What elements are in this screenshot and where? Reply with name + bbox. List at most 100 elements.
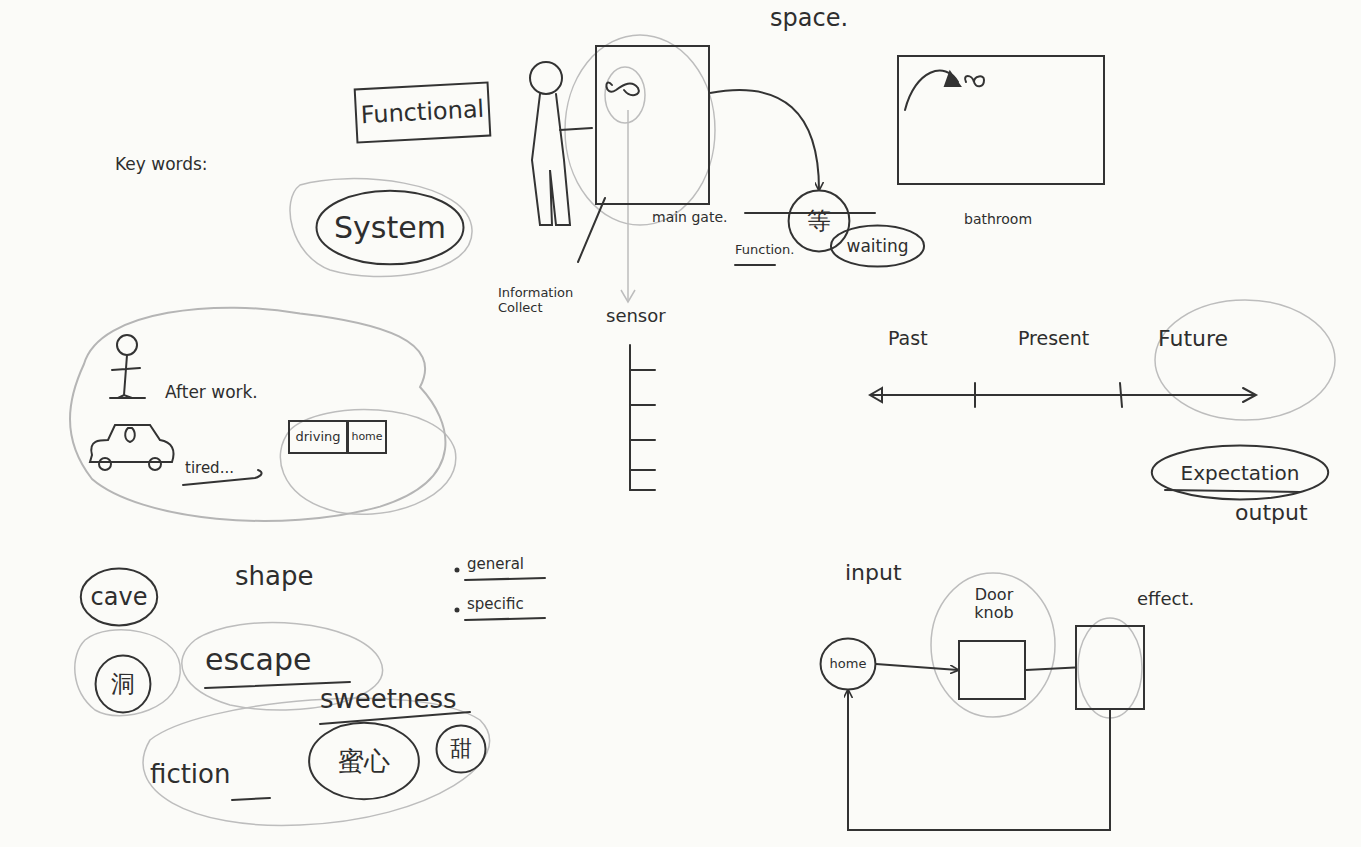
outline bbox=[821, 639, 876, 690]
main-gate-box: main gate. bbox=[595, 45, 710, 205]
page-title-note: space. bbox=[770, 5, 848, 33]
door-knob-box: Door knob bbox=[958, 640, 1026, 700]
timeline-label: Past bbox=[888, 328, 928, 350]
underline bbox=[465, 578, 545, 620]
underline bbox=[1165, 490, 1300, 492]
grey-oval bbox=[1155, 300, 1335, 420]
node-text: tired... bbox=[185, 460, 234, 477]
keyword-circle: cave bbox=[80, 568, 158, 626]
timeline-label: Present bbox=[1018, 328, 1089, 350]
node-text: Functional bbox=[360, 96, 485, 129]
node-text: Door knob bbox=[956, 586, 1032, 621]
keyword-circle: 甜 bbox=[436, 725, 486, 773]
grey-arrow-head bbox=[621, 290, 635, 302]
car-driver bbox=[125, 428, 135, 442]
car-wheel bbox=[149, 458, 161, 470]
grey-arrow-line bbox=[627, 110, 629, 300]
node-text: home bbox=[351, 431, 382, 443]
node-text: waiting bbox=[847, 237, 909, 256]
input-circle: home bbox=[820, 638, 876, 690]
node-text: System bbox=[334, 211, 446, 244]
node-text: home bbox=[830, 657, 867, 671]
timeline-ticks bbox=[975, 383, 1122, 407]
function-note: Function. bbox=[735, 243, 794, 258]
node-text: 甜 bbox=[450, 737, 472, 761]
car-wheel bbox=[99, 458, 111, 470]
connector bbox=[848, 690, 1110, 830]
timeline-arrow bbox=[1243, 388, 1256, 402]
grey-oval bbox=[931, 573, 1055, 717]
stick-figure-head bbox=[117, 335, 137, 355]
outline bbox=[309, 723, 419, 799]
waiting-oval: waiting bbox=[830, 225, 925, 267]
underline bbox=[735, 264, 775, 266]
connector bbox=[710, 90, 819, 190]
grey-oval bbox=[565, 35, 715, 225]
node-text: cave bbox=[91, 584, 148, 610]
stick-figure-body bbox=[110, 355, 145, 398]
grey-oval bbox=[605, 67, 645, 123]
keyword-note: shape bbox=[235, 562, 313, 592]
expectation-oval: Expectation bbox=[1150, 445, 1330, 500]
activity-box: driving bbox=[288, 420, 348, 454]
node-text: 洞 bbox=[111, 671, 135, 697]
door-knob-symbol bbox=[965, 76, 984, 86]
outline bbox=[96, 656, 151, 713]
stick-figure-body bbox=[532, 94, 570, 225]
leader-note: Information Collect bbox=[498, 286, 590, 316]
heading-note: Key words: bbox=[115, 155, 208, 175]
input-label: input bbox=[845, 560, 902, 585]
grey-oval bbox=[1078, 618, 1142, 718]
outline bbox=[831, 225, 924, 266]
keyword-note: escape bbox=[205, 643, 311, 678]
door-knob-symbol bbox=[606, 82, 638, 95]
stick-figure-head bbox=[530, 62, 562, 94]
output-label: output bbox=[1235, 500, 1308, 525]
outline bbox=[81, 569, 157, 626]
activity-box: home bbox=[347, 420, 387, 454]
grey-highlights bbox=[75, 35, 1335, 825]
node-text: Expectation bbox=[1181, 462, 1300, 484]
bullet bbox=[456, 609, 459, 612]
keyword-oval: System bbox=[315, 190, 465, 265]
car-drawing bbox=[90, 425, 174, 462]
grey-blob bbox=[143, 698, 490, 825]
leader-line bbox=[578, 198, 605, 262]
underline bbox=[232, 798, 270, 800]
bullet bbox=[456, 569, 459, 572]
pencil-lines bbox=[90, 62, 1300, 800]
arrow-head bbox=[945, 72, 960, 86]
keyword-circle: 洞 bbox=[95, 655, 151, 713]
scenario-blob: After work.tired...drivinghome bbox=[60, 295, 460, 525]
blob-outline bbox=[60, 295, 460, 525]
keyword-note: specific bbox=[467, 596, 524, 613]
outline bbox=[70, 308, 445, 521]
stick-figure-arm bbox=[560, 128, 592, 130]
grey-blob bbox=[290, 179, 472, 277]
node-text: driving bbox=[295, 430, 340, 444]
connector bbox=[1026, 668, 1075, 671]
outline bbox=[437, 725, 486, 772]
timeline-label: Future bbox=[1158, 326, 1228, 351]
keyword-note: fiction bbox=[150, 760, 230, 790]
node-text: effect. bbox=[1137, 589, 1194, 609]
grey-blob bbox=[280, 410, 455, 515]
node-text: 蜜心 bbox=[338, 747, 390, 776]
timeline-start bbox=[870, 388, 882, 402]
sensor-ticks bbox=[630, 370, 655, 490]
node-text: main gate. bbox=[652, 210, 727, 225]
effect-box: effect. bbox=[1075, 625, 1145, 710]
grey-blob bbox=[75, 630, 181, 716]
node-text: bathroom bbox=[964, 212, 1032, 227]
connector bbox=[876, 664, 958, 670]
node-text: 等 bbox=[807, 208, 831, 234]
sensor-scale bbox=[629, 345, 631, 490]
outline bbox=[1152, 446, 1328, 500]
wait-circle: 等 bbox=[788, 190, 850, 252]
keyword-circle: 蜜心 bbox=[308, 722, 420, 800]
outline bbox=[317, 191, 464, 265]
curved-arrow bbox=[905, 71, 958, 110]
